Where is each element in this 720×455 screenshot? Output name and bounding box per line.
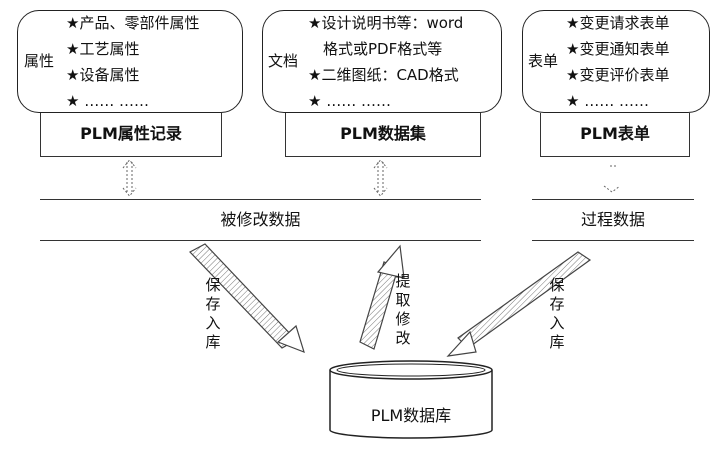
connector-form — [603, 165, 621, 193]
database-icon — [329, 360, 493, 439]
forms-list: ★变更请求表单 ★变更通知表单 ★变更评价表单 ★ …… …… — [566, 10, 669, 114]
attributes-list: ★产品、零部件属性 ★工艺属性 ★设备属性 ★ …… …… — [66, 10, 199, 114]
list-item: ★变更评价表单 — [566, 66, 670, 84]
documents-list: ★设计说明书等：word 格式或PDF格式等 ★二维图纸：CAD格式 ★ …… … — [308, 10, 463, 114]
forms-label: 表单 — [528, 52, 559, 70]
list-item: ★ …… …… — [566, 92, 649, 110]
list-item: ★二维图纸：CAD格式 — [308, 66, 459, 84]
documents-label: 文档 — [268, 52, 299, 70]
arrow-save-right — [446, 251, 592, 357]
documents-box — [262, 10, 502, 113]
list-item: ★设计说明书等：word — [308, 14, 464, 32]
list-item: ★变更请求表单 — [566, 14, 670, 32]
process-data-band: 过程数据 — [532, 199, 694, 241]
arrow-save-left — [189, 243, 305, 354]
plm-form: PLM表单 — [540, 113, 690, 157]
save-left-label: 保存入库 — [205, 276, 221, 351]
attributes-box — [17, 10, 243, 113]
list-item: ★产品、零部件属性 — [66, 14, 200, 32]
database-label: PLM数据库 — [370, 406, 452, 425]
extract-label: 提取修改 — [395, 272, 411, 347]
plm-attribute-record: PLM属性记录 — [40, 113, 222, 157]
forms-box — [522, 10, 710, 113]
arrow-extract — [359, 244, 405, 350]
list-item: ★工艺属性 — [66, 40, 140, 58]
list-item: ★ …… …… — [308, 92, 391, 110]
save-right-label: 保存入库 — [549, 276, 565, 351]
list-item: ★ …… …… — [66, 92, 149, 110]
plm-dataset: PLM数据集 — [285, 113, 481, 157]
modified-data-band: 被修改数据 — [40, 199, 481, 241]
list-item: 格式或PDF格式等 — [323, 40, 443, 58]
connector-dataset — [373, 159, 388, 197]
attributes-label: 属性 — [24, 52, 55, 70]
connector-attr — [122, 159, 137, 197]
list-item: ★设备属性 — [66, 66, 140, 84]
list-item: ★变更通知表单 — [566, 40, 670, 58]
